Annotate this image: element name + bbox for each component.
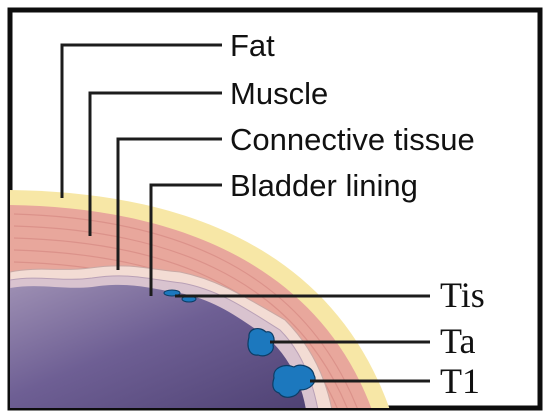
fat-label: Fat	[230, 28, 275, 63]
tis-label: Tis	[440, 275, 485, 315]
ta-label: Ta	[440, 321, 475, 361]
t1-label: T1	[440, 361, 480, 401]
bladder-lining-label: Bladder lining	[230, 168, 418, 203]
muscle-label: Muscle	[230, 76, 328, 111]
connective-tissue-label: Connective tissue	[230, 122, 475, 157]
